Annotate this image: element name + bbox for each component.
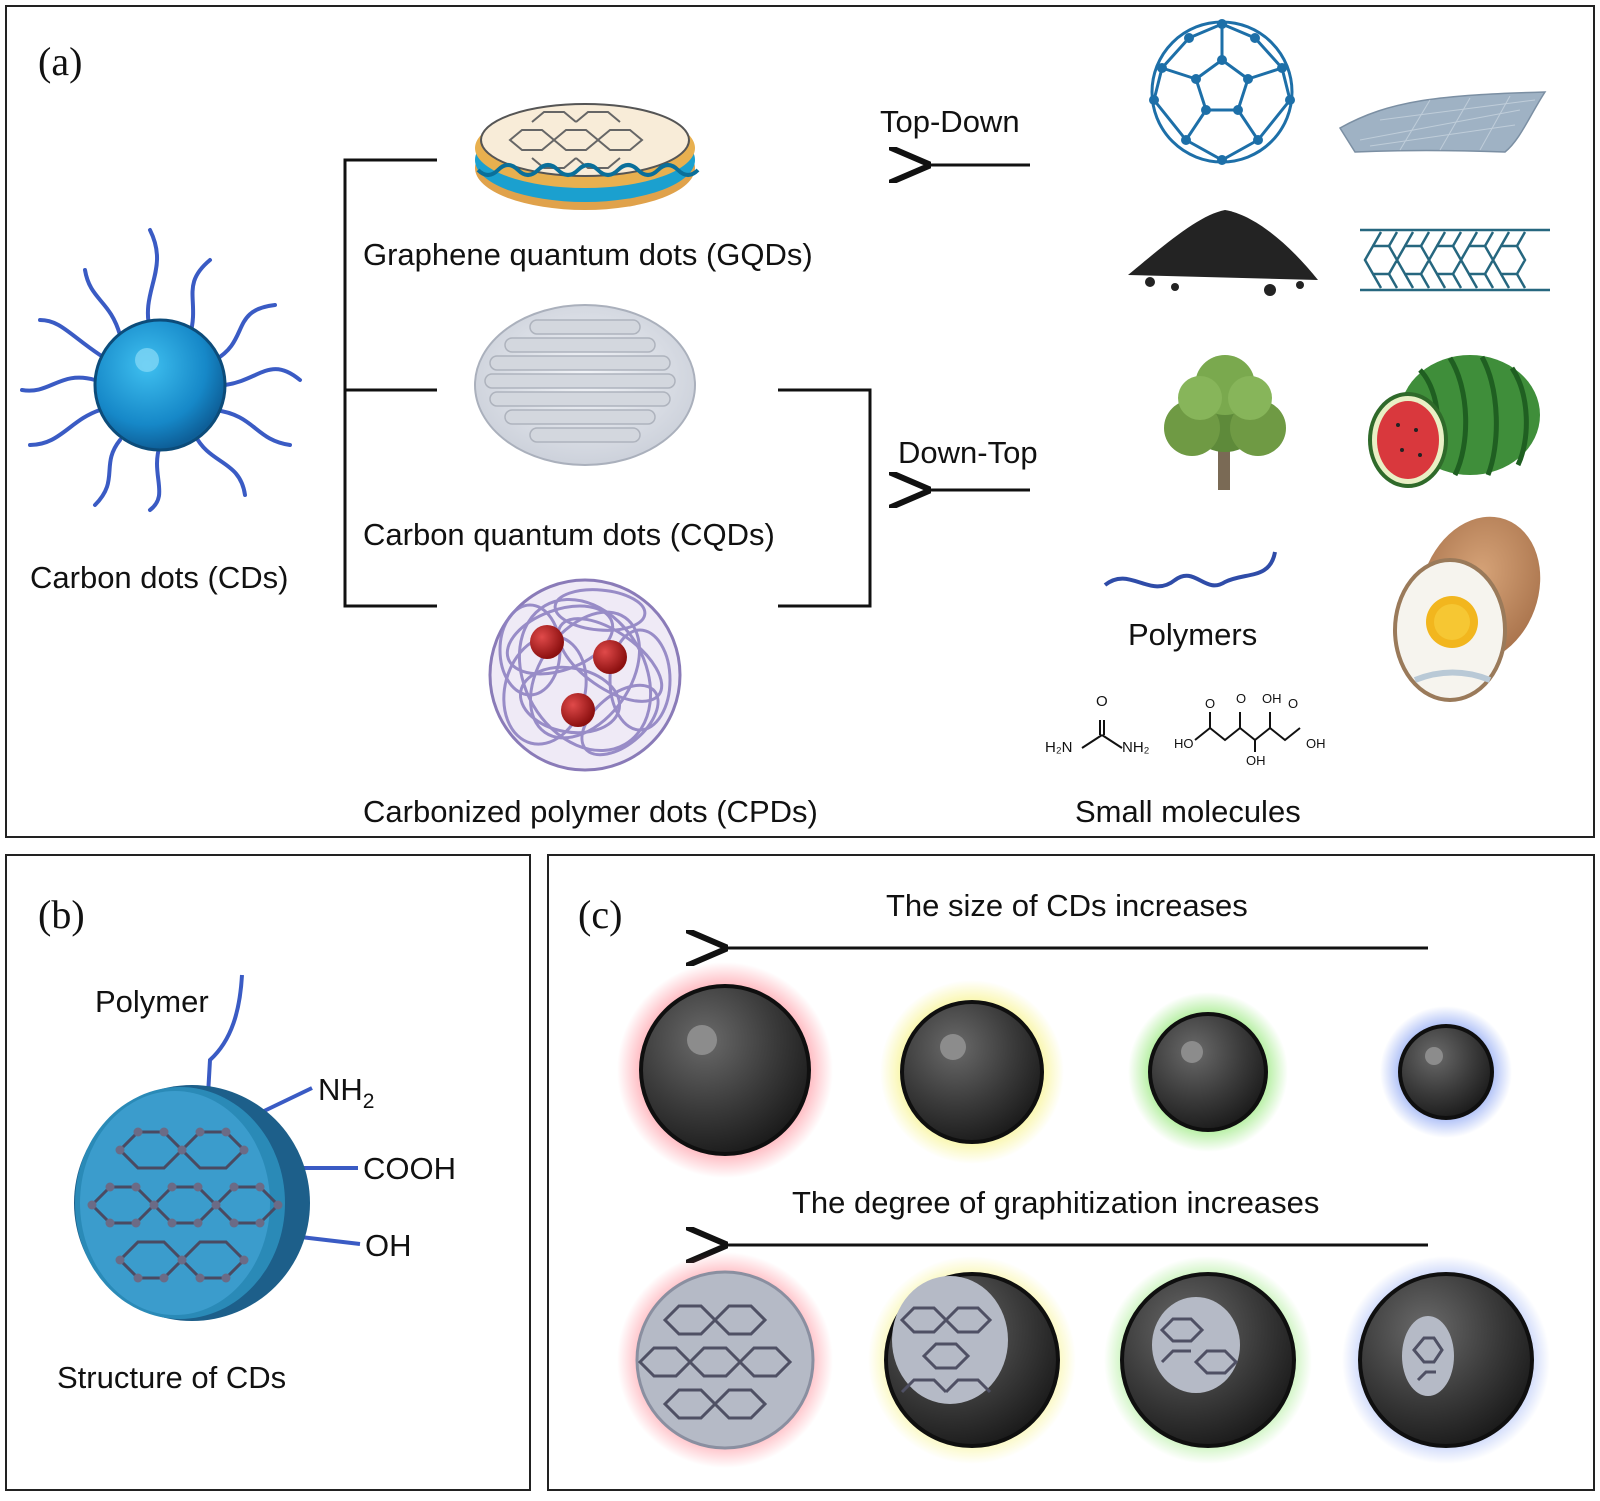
urea-nh2: NH₂ (1122, 739, 1150, 756)
citric-ho: HO (1174, 736, 1194, 751)
egg-icon (1393, 516, 1541, 702)
cqd-illustration (474, 304, 696, 466)
label-small-molecules: Small molecules (1075, 794, 1301, 829)
graphene-sheet-icon (1338, 91, 1547, 153)
cd-structure-illustration (74, 974, 361, 1321)
carbon-nanotube-icon (1360, 228, 1550, 292)
panel-b-label: (b) (38, 892, 85, 937)
urea-oxygen: O (1096, 693, 1108, 710)
urea-structure (1081, 720, 1123, 749)
classification-bracket (343, 158, 437, 608)
label-nh2-subscript: 2 (363, 1090, 375, 1113)
polymer-chain-icon (1103, 551, 1277, 589)
label-polymers: Polymers (1128, 617, 1257, 652)
label-cpds: Carbonized polymer dots (CPDs) (363, 794, 818, 829)
citric-o3: O (1288, 696, 1298, 711)
down-top-bracket (778, 388, 872, 608)
cpd-illustration (488, 578, 682, 772)
citric-o2: O (1236, 691, 1246, 706)
label-cqds: Carbon quantum dots (CQDs) (363, 517, 775, 552)
panel-b-frame (5, 854, 531, 1491)
citric-o1: O (1205, 696, 1215, 711)
panel-c-label: (c) (578, 892, 622, 937)
label-top-down: Top-Down (880, 104, 1020, 139)
cd-graphitization-row (617, 1252, 1550, 1468)
label-oh: OH (365, 1228, 412, 1263)
label-graphitization-increases: The degree of graphitization increases (792, 1185, 1319, 1220)
label-carbon-dots: Carbon dots (CDs) (30, 560, 288, 595)
coal-pile-icon (1128, 210, 1318, 296)
watermelon-icon (1368, 355, 1540, 488)
label-gqds: Graphene quantum dots (GQDs) (363, 237, 813, 272)
label-down-top: Down-Top (898, 435, 1038, 470)
citric-acid-structure (1194, 712, 1301, 752)
label-structure-of-cds: Structure of CDs (57, 1360, 286, 1395)
fullerene-icon (1149, 19, 1295, 165)
label-polymer: Polymer (95, 984, 209, 1019)
tree-icon (1164, 355, 1286, 490)
cd-size-row (617, 962, 1512, 1178)
citric-oh-mid: OH (1246, 753, 1266, 768)
label-nh2-main: NH (318, 1072, 363, 1107)
label-nh2: NH2 (318, 1072, 374, 1113)
gqd-illustration (475, 103, 700, 210)
citric-oh-right: OH (1306, 736, 1326, 751)
panel-a-frame (5, 5, 1595, 838)
label-size-increases: The size of CDs increases (886, 888, 1248, 923)
urea-h2n: H₂N (1045, 739, 1073, 756)
citric-oh-top: OH (1262, 691, 1282, 706)
panel-a-label: (a) (38, 39, 82, 84)
label-cooh: COOH (363, 1151, 456, 1186)
panel-c-frame (547, 854, 1595, 1491)
carbon-dot-illustration (20, 228, 302, 512)
